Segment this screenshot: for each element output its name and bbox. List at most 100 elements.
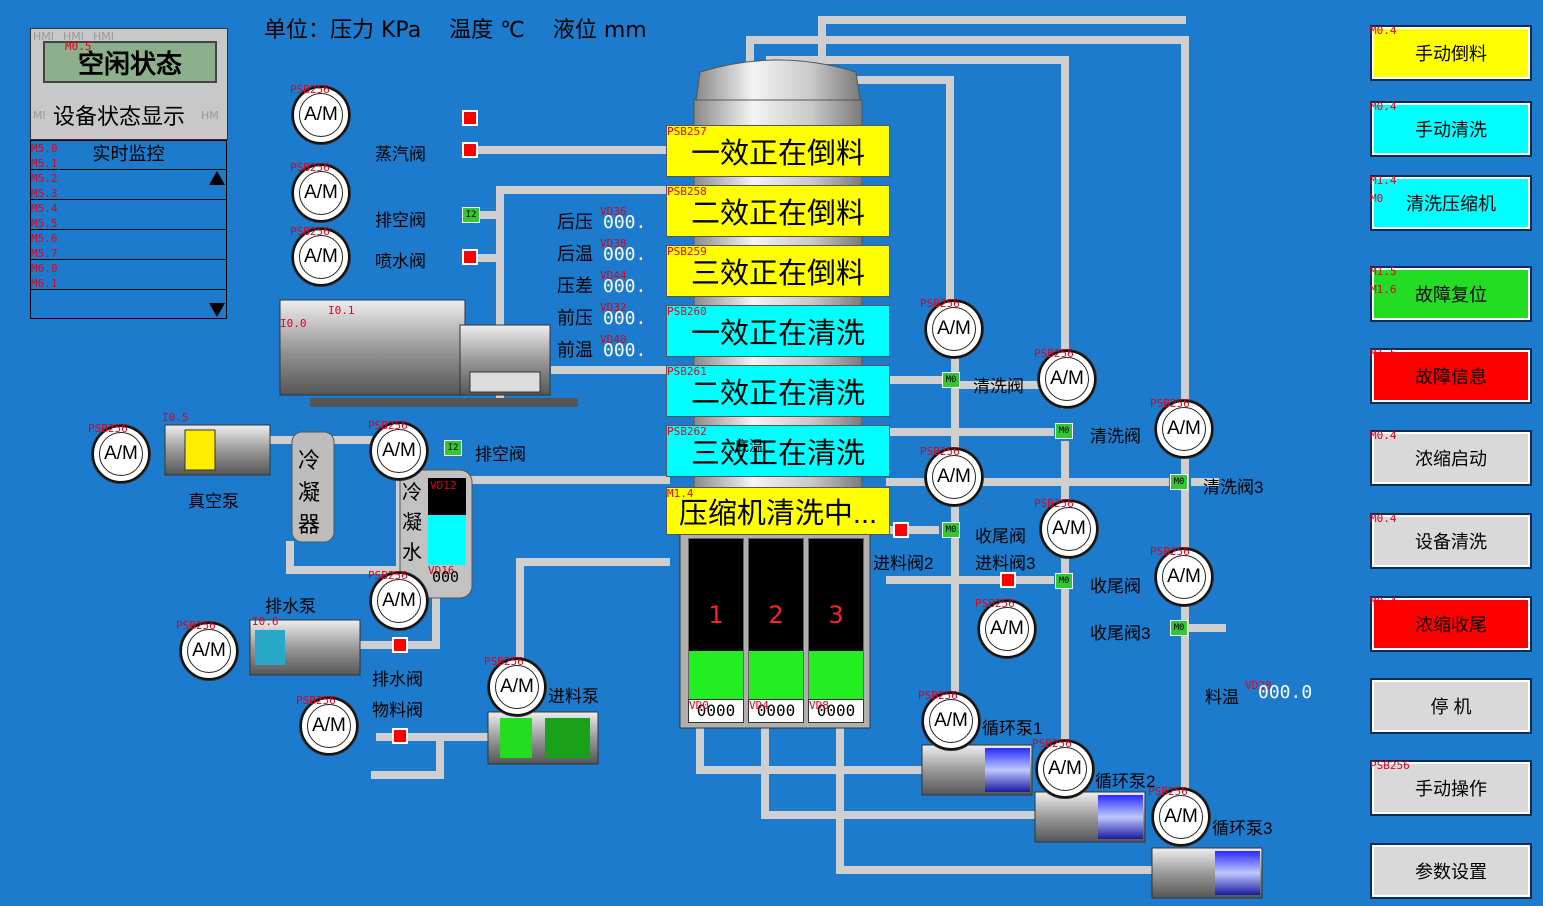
wash-valve-2[interactable]: M0 [1055,423,1073,439]
button-0[interactable]: 手动倒料 [1370,25,1532,81]
tank-level-value: 000 [432,568,460,586]
effect-value: 0000 [688,699,744,723]
am-tail-valve-3[interactable]: A/M [978,600,1036,658]
banner-tag: PSB260 [667,305,707,318]
am-drain-pump[interactable]: A/M [180,622,238,680]
am-drain-valve[interactable]: A/M [370,572,428,630]
steam-valve[interactable] [462,142,478,158]
drain-valve[interactable] [392,637,408,653]
am-wash-valve[interactable]: A/M [1038,350,1096,408]
readout-tag: VD32 [600,301,627,314]
wash-valve-3[interactable]: M0 [1170,474,1188,490]
label-drain-pump: 排水泵 [265,597,316,616]
scroll-up-icon[interactable] [209,171,225,185]
am-feed-pump[interactable]: A/M [488,658,546,716]
button-1[interactable]: 手动清洗 [1370,101,1532,157]
am-vent-valve[interactable]: A/M [292,164,350,222]
vent-valve[interactable]: I2 [462,207,480,223]
am-circ-pump-3[interactable]: A/M [1152,788,1210,846]
button-8[interactable]: 停 机 [1370,678,1532,734]
effect-tag: VD0 [689,699,709,712]
hmi-tag-2: HMI [63,30,85,43]
am-feed-valve[interactable]: A/M [925,448,983,506]
monitor-row-tag: M5.2 [31,172,58,185]
am-circ-pump-2[interactable]: A/M [1036,740,1094,798]
readout-value: 000. [603,244,647,265]
am-spray-valve[interactable]: A/M [292,228,350,286]
label-circ-pump-3: 循环泵3 [1212,819,1273,838]
am-material-valve[interactable]: A/M [300,697,358,755]
am-wash-valve-2[interactable]: A/M [1155,400,1213,458]
label-feed-valve-3: 进料阀3 [975,554,1036,573]
status-banner-2: 三效正在倒料 [666,245,890,297]
readout-value: 000. [603,212,647,233]
psb-tag: PSB256 [1034,497,1074,510]
readout-label: 前压 [557,308,593,328]
button-tag-2: M0 [1370,192,1384,205]
hmi-tag-3: HMI [93,30,115,43]
status-banner-6: 压缩机清洗中... [666,487,890,535]
button-5[interactable]: 浓缩启动 [1370,430,1532,486]
status-banner-0: 一效正在倒料 [666,125,890,177]
tail-valve-3[interactable]: M0 [1170,620,1188,636]
motor-tag-2: I0.1 [328,304,355,317]
readout-tag: VD36 [600,205,627,218]
effect-number: 2 [768,601,784,629]
scroll-down-icon[interactable] [209,303,225,317]
button-tag-2: M1.6 [1370,283,1397,296]
banner-tag: PSB259 [667,245,707,258]
button-tag: M0.4 [1370,24,1397,37]
readout-tag: VD38 [600,237,627,250]
label-wash-valve-3: 清洗阀3 [1203,478,1264,497]
effect-value: 0000 [748,699,804,723]
monitor-row-tag: M5.4 [31,202,58,215]
am-tail-valve-2[interactable]: A/M [1155,548,1213,606]
am-vent-valve-2[interactable]: A/M [370,422,428,480]
button-10[interactable]: 参数设置 [1370,843,1532,899]
psb-tag: PSB256 [1148,785,1188,798]
status-panel: HMI HMI HMI 空闲状态 M0.5 MI 设备状态显示 HM [30,28,228,140]
psb-tag: PSB256 [296,694,336,707]
label-vent-valve-2: 排空阀 [475,445,526,464]
label-condenser: 冷凝器 [298,448,321,537]
label-drain-valve: 排水阀 [372,670,423,689]
wash-valve[interactable]: M0 [942,372,960,388]
monitor-row-tag: M5.6 [31,232,58,245]
button-2[interactable]: 清洗压缩机 [1370,175,1532,231]
feed-valve-2[interactable] [893,522,909,538]
button-6[interactable]: 设备清洗 [1370,513,1532,569]
psb-tag: PSB256 [368,419,408,432]
vacuum-pump-tag: I0.5 [162,411,189,424]
am-vacuum-pump[interactable]: A/M [92,425,150,483]
am-steam-valve[interactable]: A/M [292,86,350,144]
label-circ-pump-2: 循环泵2 [1095,772,1156,791]
label-condensate: 冷凝水 [402,482,422,564]
material-valve[interactable] [392,728,408,744]
effect-number: 1 [708,601,724,629]
button-7[interactable]: 浓缩收尾 [1370,596,1532,652]
button-3[interactable]: 故障复位 [1370,266,1532,322]
tail-valve-2[interactable]: M0 [1055,573,1073,589]
monitor-row-tag: M5.1 [31,157,58,170]
am-tail-valve[interactable]: A/M [1040,500,1098,558]
bottom-temp-label: 底温 [735,439,763,455]
label-feed-valve-2: 进料阀2 [873,554,934,573]
feed-valve-3[interactable] [1000,572,1016,588]
effect-level-fill [689,651,743,699]
monitor-title: 实时监控 [31,141,226,170]
tail-valve[interactable]: M0 [942,522,960,538]
spray-valve[interactable] [462,249,478,265]
monitor-row-tag: M6.1 [31,277,58,290]
am-wash-1[interactable]: A/M [925,300,983,358]
steam-valve-indicator[interactable] [462,110,478,126]
readout-value: 000. [603,276,647,297]
effect-tag: VD8 [809,699,829,712]
vent-valve-2[interactable]: I2 [444,440,462,456]
button-tag: M0.4 [1370,595,1397,608]
am-circ-pump-1[interactable]: A/M [922,692,980,750]
button-4[interactable]: 故障信息 [1370,348,1532,404]
button-9[interactable]: 手动操作 [1370,760,1532,816]
